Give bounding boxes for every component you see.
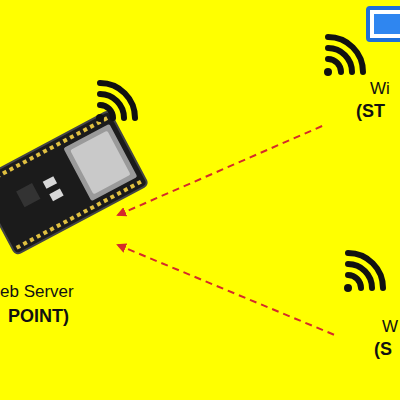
pin [16,244,21,249]
pin [116,191,121,196]
role-label: (S [374,340,392,360]
pin [103,198,108,203]
pin [56,141,61,146]
wifi-station: Wi (ST [318,10,400,126]
pin [62,138,67,143]
wifi-icon [344,253,383,292]
pin [43,230,48,235]
pin [69,134,74,139]
pin [29,156,34,161]
laptop-icon [368,8,400,40]
pin [76,212,81,217]
pin [76,131,81,136]
wifi-icon [96,83,135,122]
pin [130,183,135,188]
role-label: POINT) [8,307,69,327]
device-label: eb Server [0,283,74,302]
pin [96,201,101,206]
pin [9,166,14,171]
pin [42,148,47,153]
pin [89,123,94,128]
pin [0,173,1,178]
pin [123,187,128,192]
pin [36,233,41,238]
esp32-server: eb ServerPOINT) [0,95,118,345]
role-label: (ST [356,102,385,122]
pin [15,163,20,168]
device-label: Wi [370,80,390,99]
esp32-board [0,110,148,255]
wifi-connection-arrow [118,126,322,215]
wifi-station: W (S [334,238,400,362]
pin [29,237,34,242]
pin [49,145,54,150]
pin [136,180,141,185]
pin [22,159,27,164]
wifi-icon [324,37,363,76]
pin [2,170,7,175]
device-label: W [382,318,398,337]
pin [83,208,88,213]
pin [49,226,54,231]
pin [110,194,115,199]
pin [69,216,74,221]
wifi-connection-arrow [118,245,334,335]
pin [83,127,88,132]
pin [63,219,68,224]
pin [22,241,27,246]
pin [90,205,95,210]
pin [36,152,41,157]
pin [56,223,61,228]
